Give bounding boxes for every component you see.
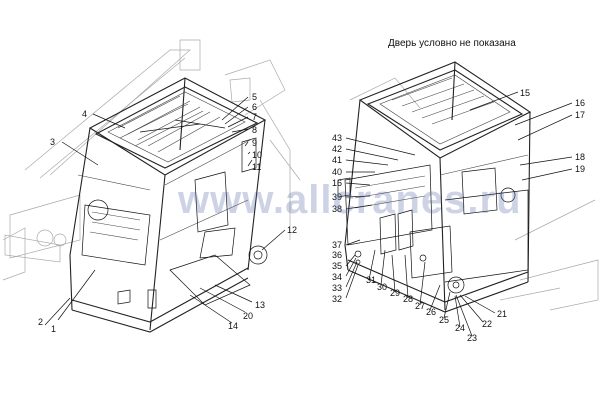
cabin-right-view bbox=[337, 61, 532, 313]
door-note-caption: Дверь условно не показана bbox=[388, 38, 516, 49]
callout-24: 24 bbox=[455, 323, 465, 333]
callout-37: 37 bbox=[332, 240, 342, 250]
watermark-text: www.allcranes.ru bbox=[178, 178, 522, 222]
callout-29: 29 bbox=[390, 288, 400, 298]
callout-15: 15 bbox=[520, 88, 530, 98]
callout-2: 2 bbox=[38, 317, 43, 327]
callout-30: 30 bbox=[377, 282, 387, 292]
callout-33: 33 bbox=[332, 283, 342, 293]
callout-32: 32 bbox=[332, 294, 342, 304]
callout-19: 19 bbox=[575, 164, 585, 174]
callout-5: 5 bbox=[252, 92, 257, 102]
callout-13: 13 bbox=[255, 300, 265, 310]
callout-9: 9 bbox=[252, 138, 257, 148]
callout-21: 21 bbox=[497, 309, 507, 319]
callout-38: 38 bbox=[332, 204, 342, 214]
callout-4: 4 bbox=[82, 109, 87, 119]
cabin-left-view bbox=[69, 77, 268, 333]
callout-labels: 1 2 3 4 5 6 7 8 9 10 11 12 13 14 15 16 1… bbox=[38, 88, 585, 343]
callout-43: 43 bbox=[332, 133, 342, 143]
callout-27: 27 bbox=[415, 301, 425, 311]
callout-16b: 16 bbox=[332, 178, 342, 188]
callout-35: 35 bbox=[332, 261, 342, 271]
callout-36: 36 bbox=[332, 250, 342, 260]
callout-40: 40 bbox=[332, 167, 342, 177]
callout-6: 6 bbox=[252, 102, 257, 112]
callout-20: 20 bbox=[243, 311, 253, 321]
callout-22: 22 bbox=[482, 319, 492, 329]
callout-28: 28 bbox=[403, 294, 413, 304]
callout-10: 10 bbox=[252, 150, 262, 160]
callout-39: 39 bbox=[332, 192, 342, 202]
callout-leader-lines bbox=[44, 91, 573, 337]
callout-7: 7 bbox=[252, 112, 257, 122]
callout-12: 12 bbox=[287, 225, 297, 235]
callout-26: 26 bbox=[426, 307, 436, 317]
callout-14: 14 bbox=[228, 321, 238, 331]
callout-25: 25 bbox=[439, 315, 449, 325]
callout-18: 18 bbox=[575, 152, 585, 162]
callout-3: 3 bbox=[50, 137, 55, 147]
callout-16: 16 bbox=[575, 98, 585, 108]
callout-41: 41 bbox=[332, 155, 342, 165]
callout-17: 17 bbox=[575, 110, 585, 120]
callout-31: 31 bbox=[366, 275, 376, 285]
callout-42: 42 bbox=[332, 144, 342, 154]
callout-34: 34 bbox=[332, 272, 342, 282]
callout-8: 8 bbox=[252, 125, 257, 135]
callout-11: 11 bbox=[252, 162, 261, 172]
callout-23: 23 bbox=[467, 333, 477, 343]
callout-1: 1 bbox=[51, 324, 56, 334]
background-crane-structure bbox=[2, 39, 599, 311]
